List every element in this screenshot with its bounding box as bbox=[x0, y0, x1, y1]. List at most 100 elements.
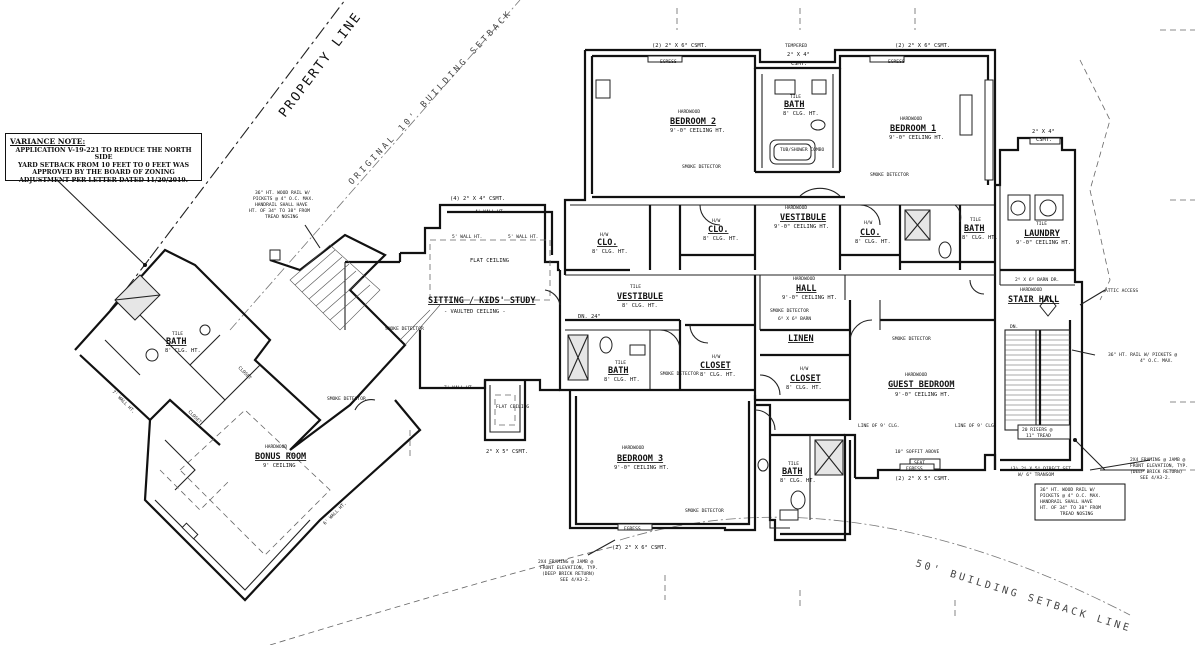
room-material: HARDWOOD bbox=[265, 444, 287, 450]
smoke-detector-label: SMOKE DETECTOR bbox=[327, 396, 366, 402]
room-material: TILE bbox=[615, 360, 626, 366]
window-label: (2) 2⁸ X 6⁰ CSMT. bbox=[652, 42, 707, 49]
door-swings bbox=[354, 187, 985, 431]
rail-callout-right: 36" HT. RAIL W/ PICKETS @ 4" O.C. MAX. bbox=[1108, 352, 1177, 364]
svg-text:SEE 4/A3-2.: SEE 4/A3-2. bbox=[560, 577, 590, 583]
room-name-bedroom-2: BEDROOM 2 bbox=[670, 117, 716, 127]
svg-text:(DEEP BRICK RETURN): (DEEP BRICK RETURN) bbox=[542, 571, 595, 577]
variance-note-line: YARD SETBACK FROM 10 FEET TO 0 FEET WAS bbox=[17, 161, 190, 169]
direct-set-callout: (3) 2⁶ X 5⁰ DIRECT SET W/ 6" TRANSOM bbox=[1010, 466, 1071, 478]
room-name-hall: HALL bbox=[796, 284, 816, 294]
room-name-laundry: LAUNDRY bbox=[1024, 229, 1061, 239]
room-name-bath: BATH bbox=[782, 467, 802, 477]
original-setback-line: ORIGINAL 10' BUILDING SETBACK bbox=[229, 0, 521, 331]
svg-text:36" HT. WOOD RAIL W/: 36" HT. WOOD RAIL W/ bbox=[255, 190, 311, 196]
room-name-vestibule: VESTIBULE bbox=[617, 292, 663, 302]
room-material: TILE bbox=[172, 331, 183, 337]
smoke-detector-label: SMOKE DETECTOR bbox=[685, 508, 724, 514]
tub-label: TUB/SHOWER COMBO bbox=[780, 147, 824, 153]
egress-label: EGRESS bbox=[906, 466, 923, 472]
svg-text:HT. OF 34" TO 38" FROM: HT. OF 34" TO 38" FROM bbox=[1040, 505, 1101, 511]
window-label: (2) 2⁸ X 6⁰ CSMT. bbox=[895, 42, 950, 49]
room-material: TILE bbox=[790, 94, 801, 100]
svg-text:TREAD NOSING: TREAD NOSING bbox=[265, 214, 298, 220]
room-name-clo: CLO. bbox=[597, 238, 617, 248]
room-ceiling: 8' CLG. HT. bbox=[786, 385, 822, 391]
room-material: TILE bbox=[1036, 221, 1047, 227]
room-material: HARDWOOD bbox=[900, 116, 922, 122]
svg-text:W/ 6" TRANSOM: W/ 6" TRANSOM bbox=[1018, 472, 1054, 478]
risers-label: 20 RISERS @ bbox=[1022, 427, 1053, 433]
flat-ceiling-label: FLAT CEILING bbox=[470, 258, 509, 264]
egress-label: EGRESS bbox=[660, 59, 677, 65]
variance-note-body: APPLICATION V-19-221 TO REDUCE THE NORTH… bbox=[10, 147, 197, 184]
wall-height-label: 4' WALL HT. bbox=[475, 209, 505, 215]
room-material: HARDWOOD bbox=[678, 109, 700, 115]
room-name-bath: BATH bbox=[166, 337, 186, 347]
window-label: 2⁸ X 5⁰ CSMT. bbox=[486, 448, 528, 455]
room-material: HARDWOOD bbox=[793, 276, 815, 282]
room-name-bath: BATH bbox=[964, 224, 984, 234]
room-ceiling: 9' CEILING bbox=[263, 463, 295, 469]
room-ceiling: 9'-0" CEILING HT. bbox=[1016, 240, 1071, 246]
svg-text:36" HT. WOOD RAIL W/: 36" HT. WOOD RAIL W/ bbox=[1040, 487, 1096, 493]
fixtures bbox=[567, 79, 1064, 529]
variance-note-title: VARIANCE NOTE: bbox=[10, 137, 86, 146]
stair-down-label: DN. 24" bbox=[578, 314, 601, 320]
wall-height-label: 5' WALL HT. bbox=[508, 234, 538, 240]
rail-callout-left: 36" HT. WOOD RAIL W/ PICKETS @ 4" O.C. M… bbox=[249, 190, 314, 220]
room-ceiling: 8' CLG. HT. bbox=[780, 478, 816, 484]
room-material: H/W bbox=[864, 220, 873, 226]
room-name-clo: CLO. bbox=[860, 228, 880, 238]
exterior-walls bbox=[400, 48, 1084, 542]
soffit-label: 10" SOFFIT ABOVE bbox=[895, 449, 939, 455]
room-ceiling: 8' CLG. HT. bbox=[783, 111, 819, 117]
centerline-ticks bbox=[409, 8, 1195, 620]
room-name-linen: LINEN bbox=[788, 334, 814, 344]
room-ceiling: 9'-0" CEILING HT. bbox=[774, 224, 829, 230]
door-label: 6⁰ X 6⁸ BARN bbox=[778, 316, 811, 322]
smoke-detector-label: SMOKE DETECTOR bbox=[682, 164, 721, 170]
window-label: (4) 2⁸ X 4⁰ CSMT. bbox=[450, 195, 505, 202]
svg-text:FRONT ELEVATION, TYP.: FRONT ELEVATION, TYP. bbox=[540, 565, 598, 571]
smoke-detector-label: SMOKE DETECTOR bbox=[770, 308, 809, 314]
svg-text:FRONT ELEVATION, TYP.: FRONT ELEVATION, TYP. bbox=[1130, 463, 1188, 469]
room-material: HARDWOOD bbox=[1020, 287, 1042, 293]
room-name-bedroom-3: BEDROOM 3 bbox=[617, 454, 663, 464]
ceiling-line-label: LINE OF 9' CLG. bbox=[955, 423, 997, 429]
room-name-closet: CLOSET bbox=[790, 374, 821, 384]
room-ceiling: 8' CLG. HT. bbox=[962, 235, 998, 241]
interior-walls bbox=[565, 68, 1075, 520]
window-label: CSMT. bbox=[791, 61, 807, 67]
room-material: HARDWOOD bbox=[785, 205, 807, 211]
room-material: H/W bbox=[712, 354, 721, 360]
room-name-guest-bedroom: GUEST BEDROOM bbox=[888, 380, 955, 390]
seat-label: SEAT bbox=[914, 460, 925, 466]
room-ceiling: 8' CLG. HT. bbox=[165, 348, 201, 354]
variance-note-line: ADJUSTMENT PER LETTER DATED 11/20/2019. bbox=[19, 176, 188, 184]
room-ceiling: 8' CLG. HT. bbox=[700, 372, 736, 378]
sitting-room-details bbox=[344, 239, 560, 442]
svg-text:(DEEP BRICK RETURN): (DEEP BRICK RETURN) bbox=[1130, 469, 1183, 475]
room-name-vestibule: VESTIBULE bbox=[780, 213, 826, 223]
smoke-detector-label: SMOKE DETECTOR bbox=[892, 336, 931, 342]
window-label: 2⁴ X 4⁰ bbox=[1032, 128, 1055, 135]
original-setback-label: ORIGINAL 10' BUILDING SETBACK bbox=[347, 8, 515, 187]
svg-text:PICKETS @ 4" O.C. MAX.: PICKETS @ 4" O.C. MAX. bbox=[253, 196, 314, 202]
room-name-closet: CLOSET bbox=[237, 365, 253, 381]
svg-text:(3) 2⁶ X 5⁰ DIRECT SET: (3) 2⁶ X 5⁰ DIRECT SET bbox=[1010, 466, 1071, 472]
smoke-detector-label: SMOKE DETECTOR bbox=[870, 172, 909, 178]
front-setback-line: 50' BUILDING SETBACK LINE bbox=[269, 516, 1133, 645]
room-material: H/W bbox=[600, 232, 609, 238]
room-name-bath: BATH bbox=[784, 100, 804, 110]
wall-height-label: 7' WALL HT. bbox=[111, 389, 137, 415]
room-ceiling: 8' CLG. HT. bbox=[604, 377, 640, 383]
room-material: HARDWOOD bbox=[905, 372, 927, 378]
room-material: HARDWOOD bbox=[622, 445, 644, 451]
bonus-wing bbox=[74, 233, 441, 602]
callout-leaders bbox=[304, 224, 1151, 556]
room-material: TILE bbox=[970, 217, 981, 223]
wall-height-label: 7' WALL HT. bbox=[444, 385, 474, 391]
stairs-right bbox=[1004, 295, 1071, 440]
